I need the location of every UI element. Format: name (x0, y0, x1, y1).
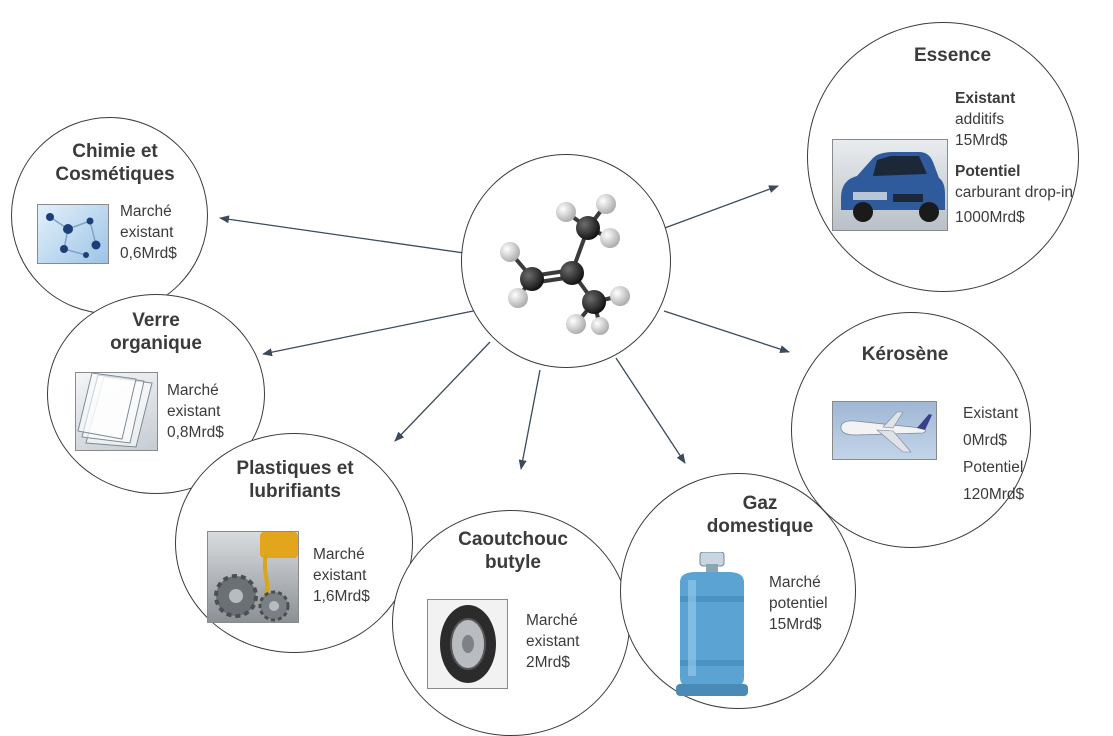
node-plastiques-text: Marché existant 1,6Mrd$ (313, 544, 370, 607)
node-caoutchouc-title: Caoutchouc butyle (458, 529, 568, 573)
node-essence-title: Essence (913, 45, 992, 66)
node-essence-text: Existant additifs 15Mrd$ Potentiel carbu… (955, 88, 1073, 228)
node-gaz-text: Marché potentiel 15Mrd$ (769, 572, 828, 635)
node-kerosene-potentiel-value: 120Mrd$ (963, 486, 1025, 503)
arrow-to-essence (661, 185, 779, 230)
oil-gears-icon (207, 531, 299, 623)
node-essence-existant-label: Existant (955, 88, 1073, 109)
node-essence-potentiel-label-text: Potentiel (955, 163, 1021, 180)
node-plastiques-title: Plastiques et lubrifiants (236, 458, 354, 502)
node-essence-existant-value: 15Mrd$ (955, 132, 1008, 149)
node-verre-title: Verre organique (110, 310, 202, 354)
arrow-to-verre (262, 309, 479, 357)
arrow-to-plastiques (394, 341, 491, 442)
node-caoutchouc-line1: Marché (526, 612, 578, 629)
center-circle (461, 154, 671, 368)
node-kerosene-text: Existant 0Mrd$ Potentiel 120Mrd$ (963, 400, 1024, 508)
node-verre-line2: existant (167, 403, 221, 420)
node-chimie-line1: Marché (120, 203, 172, 220)
car-icon (832, 139, 948, 231)
node-kerosene-potentiel-label: Potentiel (963, 459, 1024, 476)
node-chimie-text: Marché existant 0,6Mrd$ (120, 201, 177, 264)
node-essence-existant-label-text: Existant (955, 90, 1016, 107)
arrow-to-kerosene (663, 310, 790, 353)
node-plastiques-line3: 1,6Mrd$ (313, 588, 370, 605)
node-essence-potentiel-value: 1000Mrd$ (955, 209, 1025, 226)
airplane-icon (832, 401, 937, 460)
node-gaz-line3: 15Mrd$ (769, 616, 822, 633)
node-gaz-title: Gaz domestique (706, 493, 814, 537)
node-caoutchouc-line2: existant (526, 633, 580, 650)
tire-icon (427, 599, 508, 689)
node-plastiques-line1: Marché (313, 546, 365, 563)
node-kerosene-existant-label: Existant (963, 405, 1019, 422)
node-chimie-line3: 0,6Mrd$ (120, 245, 177, 262)
gas-bottle-icon (666, 551, 758, 700)
node-verre-line1: Marché (167, 382, 219, 399)
node-kerosene-existant-value: 0Mrd$ (963, 432, 1007, 449)
node-essence-existant-desc: additifs (955, 111, 1005, 128)
node-gaz-line2: potentiel (769, 595, 828, 612)
node-essence-potentiel-label: Potentiel (955, 161, 1073, 182)
node-verre-line3: 0,8Mrd$ (167, 424, 224, 441)
node-caoutchouc-text: Marché existant 2Mrd$ (526, 610, 579, 673)
arrow-to-caoutchouc (518, 369, 541, 470)
isobutene-molecule-icon (496, 186, 636, 336)
node-verre-text: Marché existant 0,8Mrd$ (167, 380, 224, 443)
node-chimie-circle (11, 117, 208, 314)
arrow-to-gaz (615, 357, 686, 464)
node-essence-potentiel-desc: carburant drop-in (955, 184, 1074, 201)
node-kerosene-title: Kérosène (861, 344, 949, 365)
node-caoutchouc-line3: 2Mrd$ (526, 654, 570, 671)
node-plastiques-line2: existant (313, 567, 367, 584)
molecule-network-icon (37, 204, 109, 264)
spacer (955, 151, 1073, 161)
node-chimie-line2: existant (120, 224, 174, 241)
glass-sheets-icon (75, 372, 158, 451)
node-gaz-line1: Marché (769, 574, 821, 591)
node-chimie-title: Chimie et Cosmétiques (55, 141, 175, 185)
arrow-to-chimie (219, 215, 479, 256)
